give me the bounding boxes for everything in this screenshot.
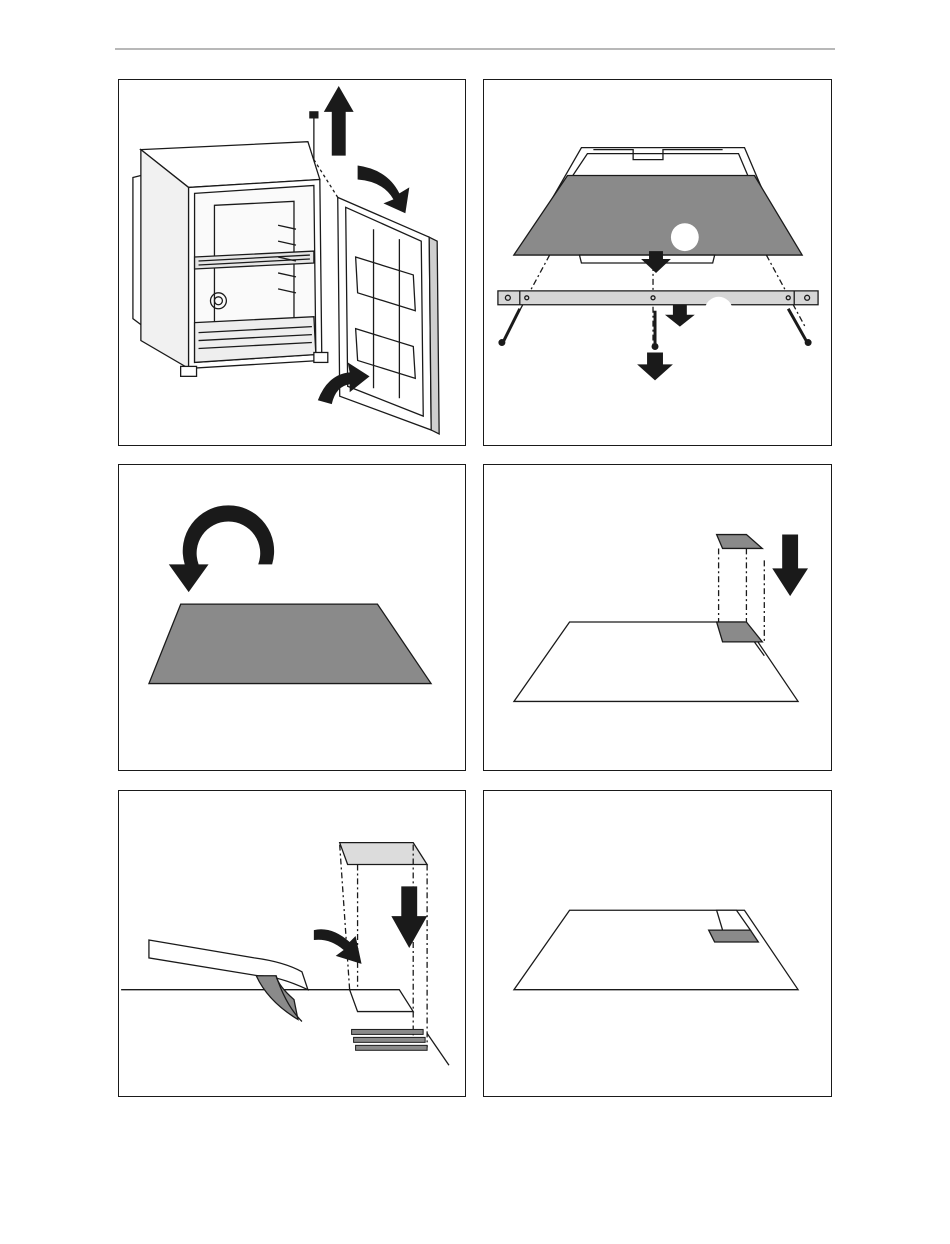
step-3-panel xyxy=(118,464,466,771)
adhesive-tape-application-icon xyxy=(119,791,465,1096)
header-divider xyxy=(115,48,835,50)
step-5-panel xyxy=(118,790,466,1097)
step-2-panel xyxy=(483,79,832,446)
corner-piece-insert-icon xyxy=(484,465,831,770)
step-4-panel xyxy=(483,464,832,771)
panel-flip-icon xyxy=(119,465,465,770)
step-6-panel xyxy=(483,790,832,1097)
fridge-door-removal-icon xyxy=(119,80,465,445)
door-panel-bracket-icon xyxy=(484,80,831,445)
panel-assembled-icon xyxy=(484,791,831,1096)
step-1-panel xyxy=(118,79,466,446)
